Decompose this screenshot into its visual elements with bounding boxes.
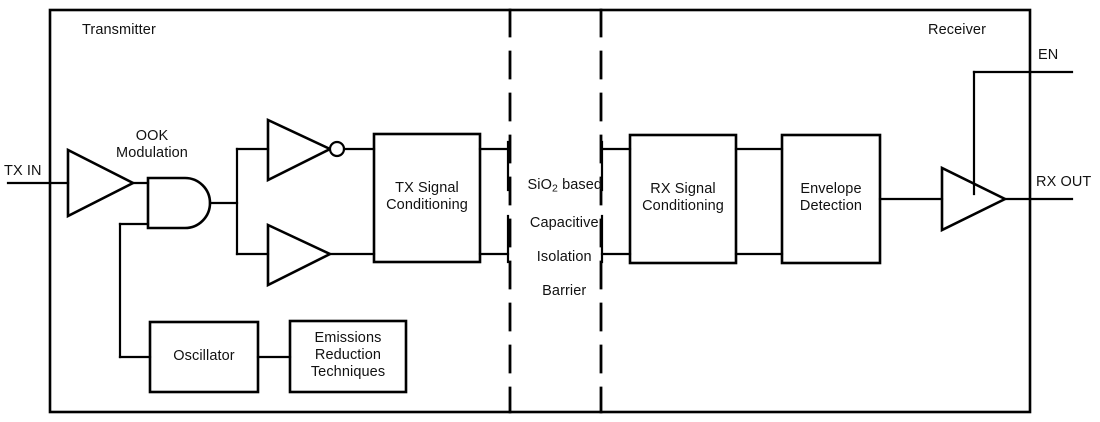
chip-outline [48, 8, 1032, 414]
oscillator-label: Oscillator [173, 348, 235, 364]
isolation-barrier-label: SiO2 based Capacitive Isolation Barrier [511, 160, 603, 317]
barrier-sio-text: SiO [527, 177, 552, 193]
transmitter-section-label: Transmitter [82, 22, 156, 38]
receiver-section-label: Receiver [928, 22, 987, 38]
tx-buffer-icon [266, 222, 333, 288]
inverter-bubble-icon [328, 140, 346, 158]
barrier-subscript-2: 2 [552, 182, 558, 195]
tx-in-port-label: TX IN [4, 163, 42, 179]
en-port-label: EN [1038, 47, 1059, 63]
barrier-line-1: SiO2 based [527, 177, 603, 195]
emissions-reduction-box [288, 319, 408, 394]
inverter-icon [266, 117, 333, 183]
tx-input-buffer-icon [66, 147, 136, 219]
barrier-line-2: Capacitive [529, 214, 599, 231]
barrier-based-text: based [557, 177, 603, 193]
barrier-line-4: Barrier [542, 282, 587, 299]
rx-signal-conditioning-box [628, 133, 738, 265]
tx-signal-conditioning-box [372, 132, 482, 264]
and-gate-icon [146, 176, 212, 230]
rx-out-port-label: RX OUT [1036, 174, 1092, 190]
barrier-line-3: Isolation [536, 248, 592, 265]
